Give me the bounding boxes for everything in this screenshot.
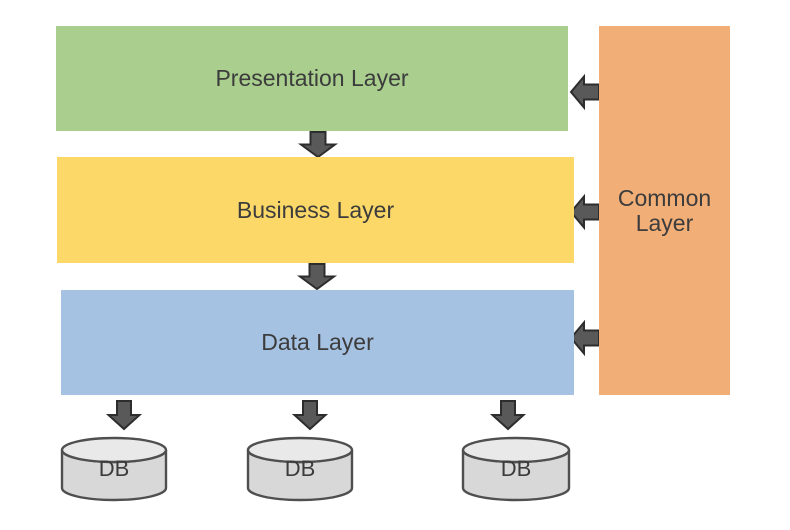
db-label-1: DB [98, 456, 130, 481]
data-layer-label: Data Layer [261, 329, 374, 355]
common-layer-label: Common Layer [617, 184, 712, 236]
db-cylinder-1 [60, 436, 168, 502]
db-label-2: DB [284, 456, 316, 481]
presentation-layer-box: Presentation Layer [56, 26, 568, 131]
db-cylinder-1-top [60, 436, 168, 464]
db-cylinder-2 [246, 436, 354, 502]
business-layer-label: Business Layer [236, 196, 395, 223]
db-cylinder-3-top [461, 436, 571, 464]
arrow-data-to-db-3-icon [489, 400, 527, 431]
arrow-common-to-presentation-icon [569, 73, 600, 111]
db-cylinder-3 [461, 436, 571, 502]
arrow-common-to-data-icon [569, 319, 600, 357]
arrow-business-to-data-icon [296, 263, 338, 291]
presentation-layer-label: Presentation Layer [215, 65, 409, 91]
db-label-3: DB [500, 456, 532, 481]
arrow-data-to-db-1-icon [105, 400, 143, 431]
common-layer-box: Common Layer [599, 26, 730, 395]
arrow-data-to-db-2-icon [291, 400, 329, 431]
business-layer-box: Business Layer [57, 157, 574, 263]
db-cylinder-2-top [246, 436, 354, 464]
data-layer-box: Data Layer [61, 290, 574, 395]
arrow-presentation-to-business-icon [297, 131, 339, 159]
arrow-common-to-business-icon [569, 193, 600, 231]
